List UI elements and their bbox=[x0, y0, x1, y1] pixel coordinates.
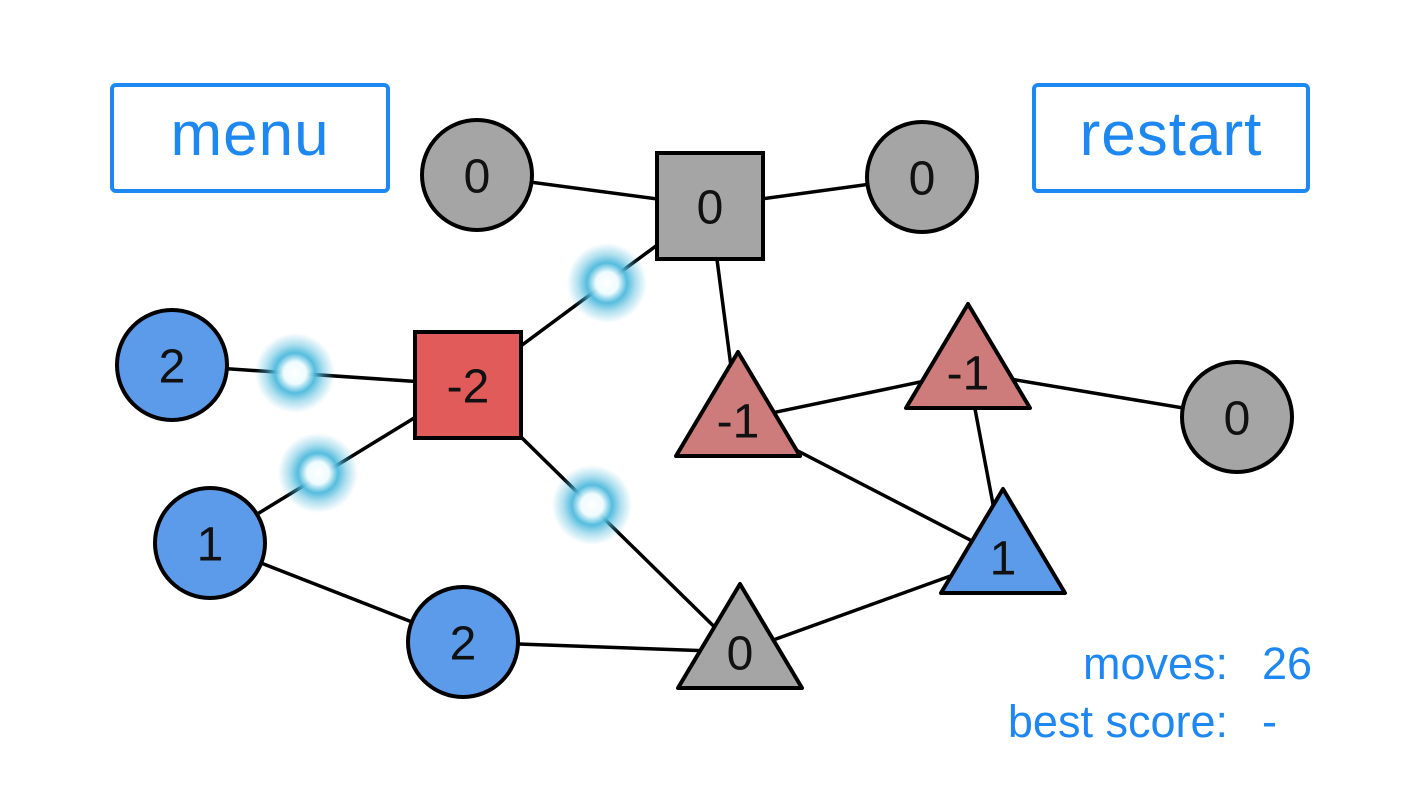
node-triangle-shape[interactable] bbox=[939, 487, 1067, 595]
status-block: moves: 26 best score: - bbox=[1008, 638, 1334, 748]
best-score-value: - bbox=[1262, 695, 1277, 747]
node-value-label: -1 bbox=[947, 347, 990, 400]
node-square-n2[interactable]: 0 bbox=[655, 151, 765, 261]
node-circle-shape[interactable] bbox=[115, 308, 229, 422]
menu-button[interactable]: menu bbox=[110, 83, 390, 193]
node-triangle-n7[interactable]: -1 bbox=[904, 302, 1032, 410]
node-circle-n3[interactable]: 0 bbox=[865, 120, 979, 234]
node-circle-n8[interactable]: 0 bbox=[1180, 360, 1294, 474]
node-value-label: 0 bbox=[909, 152, 936, 205]
edge-glow-marker bbox=[552, 465, 632, 545]
node-square-n5[interactable]: -2 bbox=[413, 330, 523, 440]
node-circle-n1[interactable]: 0 bbox=[420, 118, 534, 232]
edge-glow-marker bbox=[567, 243, 647, 323]
node-square-shape[interactable] bbox=[413, 330, 523, 440]
node-circle-n11[interactable]: 2 bbox=[406, 585, 520, 699]
node-circle-shape[interactable] bbox=[1180, 360, 1294, 474]
node-value-label: 2 bbox=[450, 617, 477, 670]
node-circle-shape[interactable] bbox=[153, 486, 267, 600]
moves-value: 26 bbox=[1262, 638, 1313, 689]
glow-markers-layer bbox=[255, 243, 647, 545]
node-triangle-shape[interactable] bbox=[676, 582, 804, 690]
node-triangle-n10[interactable]: 1 bbox=[939, 487, 1067, 595]
node-circle-n4[interactable]: 2 bbox=[115, 308, 229, 422]
restart-button[interactable]: restart bbox=[1032, 83, 1310, 193]
node-circle-n9[interactable]: 1 bbox=[153, 486, 267, 600]
best-score-label: best score: bbox=[1007, 695, 1228, 747]
node-triangle-n6[interactable]: -1 bbox=[674, 350, 802, 458]
edge-glow-marker bbox=[255, 333, 335, 413]
node-circle-shape[interactable] bbox=[406, 585, 520, 699]
node-value-label: 1 bbox=[197, 518, 224, 571]
restart-button-label: restart bbox=[1079, 100, 1263, 169]
node-value-label: 2 bbox=[159, 340, 186, 393]
menu-button-label: menu bbox=[170, 100, 330, 169]
moves-label: moves: bbox=[1082, 638, 1228, 689]
node-triangle-n12[interactable]: 0 bbox=[676, 582, 804, 690]
node-value-label: 1 bbox=[990, 532, 1017, 585]
node-triangle-shape[interactable] bbox=[674, 350, 802, 458]
node-value-label: 0 bbox=[464, 150, 491, 203]
node-circle-shape[interactable] bbox=[865, 120, 979, 234]
node-triangle-shape[interactable] bbox=[904, 302, 1032, 410]
node-square-shape[interactable] bbox=[655, 151, 765, 261]
node-value-label: 0 bbox=[697, 181, 724, 234]
node-value-label: 0 bbox=[727, 627, 754, 680]
nodes-layer: 0 0 0 2 -2 -1 -1 0 1 1 2 0 bbox=[115, 118, 1294, 699]
node-value-label: -2 bbox=[447, 360, 490, 413]
node-circle-shape[interactable] bbox=[420, 118, 534, 232]
node-value-label: -1 bbox=[717, 395, 760, 448]
node-value-label: 0 bbox=[1224, 392, 1251, 445]
edge-glow-marker bbox=[278, 433, 358, 513]
